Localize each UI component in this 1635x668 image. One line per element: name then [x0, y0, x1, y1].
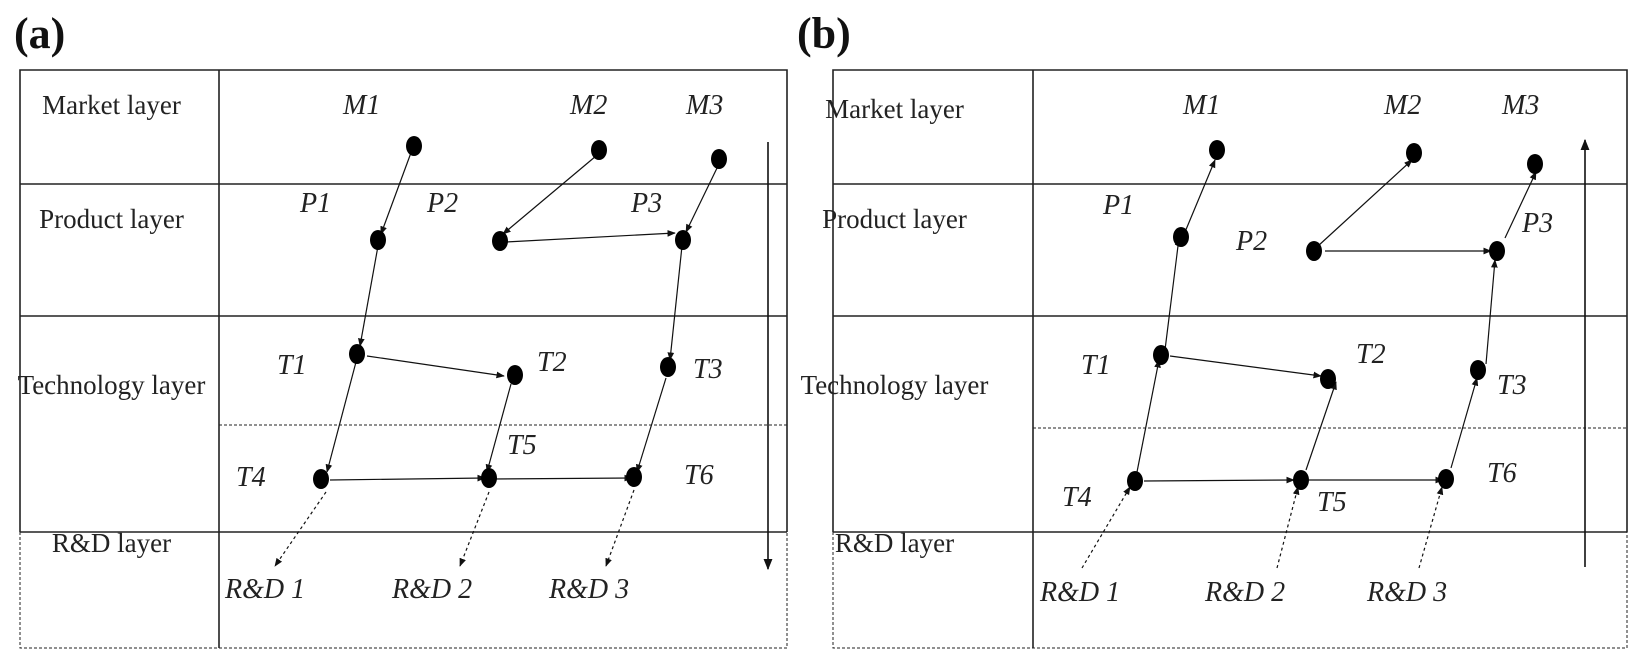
- node-a-t3: [660, 357, 676, 377]
- label-a-p2: P2: [426, 188, 458, 219]
- panel-b-edges: [1136, 159, 1537, 484]
- node-a-t4: [313, 469, 329, 489]
- node-a-p1: [370, 230, 386, 250]
- panel-b-market-layer-label: Market layer: [825, 94, 964, 124]
- panel-a-rd-layer-label: R&D layer: [51, 528, 172, 558]
- label-b-t4: T4: [1062, 482, 1092, 513]
- label-a-p3: P3: [630, 188, 662, 219]
- label-b-rd3: R&D 3: [1366, 577, 1447, 608]
- label-a-t5: T5: [507, 430, 537, 461]
- label-b-p2: P2: [1235, 226, 1267, 257]
- panel-a-market-layer-label: Market layer: [42, 90, 181, 120]
- node-b-t3: [1470, 360, 1486, 380]
- label-b-t3: T3: [1497, 370, 1527, 401]
- panel-b-label: (b): [797, 9, 851, 58]
- label-b-t2: T2: [1356, 339, 1386, 370]
- panel-b-frame: [832, 69, 1628, 649]
- label-b-m1: M1: [1182, 90, 1220, 121]
- label-a-p1: P1: [299, 188, 331, 219]
- label-a-t6: T6: [684, 460, 714, 491]
- panel-a-nodes: [313, 136, 727, 489]
- node-b-m2: [1406, 143, 1422, 163]
- label-a-m3: M3: [685, 90, 723, 121]
- label-a-t4: T4: [236, 462, 266, 493]
- label-b-t6: T6: [1487, 458, 1517, 489]
- label-a-t2: T2: [537, 347, 567, 378]
- label-a-rd2: R&D 2: [391, 574, 472, 605]
- label-b-rd1: R&D 1: [1039, 577, 1120, 608]
- label-b-m3: M3: [1501, 90, 1539, 121]
- node-a-m2: [591, 140, 607, 160]
- label-a-m1: M1: [342, 90, 380, 121]
- label-b-t1: T1: [1081, 350, 1111, 381]
- label-b-t5: T5: [1317, 487, 1347, 518]
- panel-a-label: (a): [14, 9, 66, 58]
- panel-b-product-layer-label: Product layer: [822, 204, 967, 234]
- node-a-m1: [406, 136, 422, 156]
- node-a-t2: [507, 365, 523, 385]
- label-a-t3: T3: [693, 354, 723, 385]
- node-b-p3: [1489, 241, 1505, 261]
- label-b-m2: M2: [1383, 90, 1421, 121]
- node-b-p2: [1306, 241, 1322, 261]
- panel-a-technology-layer-label: Technology layer: [17, 370, 206, 400]
- panel-a-edges: [325, 149, 719, 482]
- label-a-m2: M2: [569, 90, 607, 121]
- node-b-t1: [1153, 345, 1169, 365]
- label-a-t1: T1: [277, 350, 307, 381]
- panel-a-frame: [19, 69, 788, 649]
- panel-b-nodes: [1127, 140, 1543, 491]
- node-b-t6: [1438, 469, 1454, 489]
- node-a-p3: [675, 230, 691, 250]
- label-a-rd1: R&D 1: [224, 574, 305, 605]
- node-b-t2: [1320, 369, 1336, 389]
- node-a-t1: [349, 344, 365, 364]
- node-b-t4: [1127, 471, 1143, 491]
- panel-a-product-layer-label: Product layer: [39, 204, 184, 234]
- panel-b-technology-layer-label: Technology layer: [800, 370, 989, 400]
- panel-b-rd-layer-label: R&D layer: [834, 528, 955, 558]
- label-b-rd2: R&D 2: [1204, 577, 1285, 608]
- node-a-t6: [626, 467, 642, 487]
- node-b-p1: [1173, 227, 1189, 247]
- node-a-t5: [481, 468, 497, 488]
- node-b-t5: [1293, 470, 1309, 490]
- node-b-m3: [1527, 154, 1543, 174]
- label-a-rd3: R&D 3: [548, 574, 629, 605]
- panel-b-rd-edges: [1081, 486, 1444, 569]
- node-a-m3: [711, 149, 727, 169]
- node-a-p2: [492, 231, 508, 251]
- label-b-p1: P1: [1102, 190, 1134, 221]
- panel-a-rd-edges: [274, 489, 635, 567]
- node-b-m1: [1209, 140, 1225, 160]
- label-b-p3: P3: [1521, 208, 1553, 239]
